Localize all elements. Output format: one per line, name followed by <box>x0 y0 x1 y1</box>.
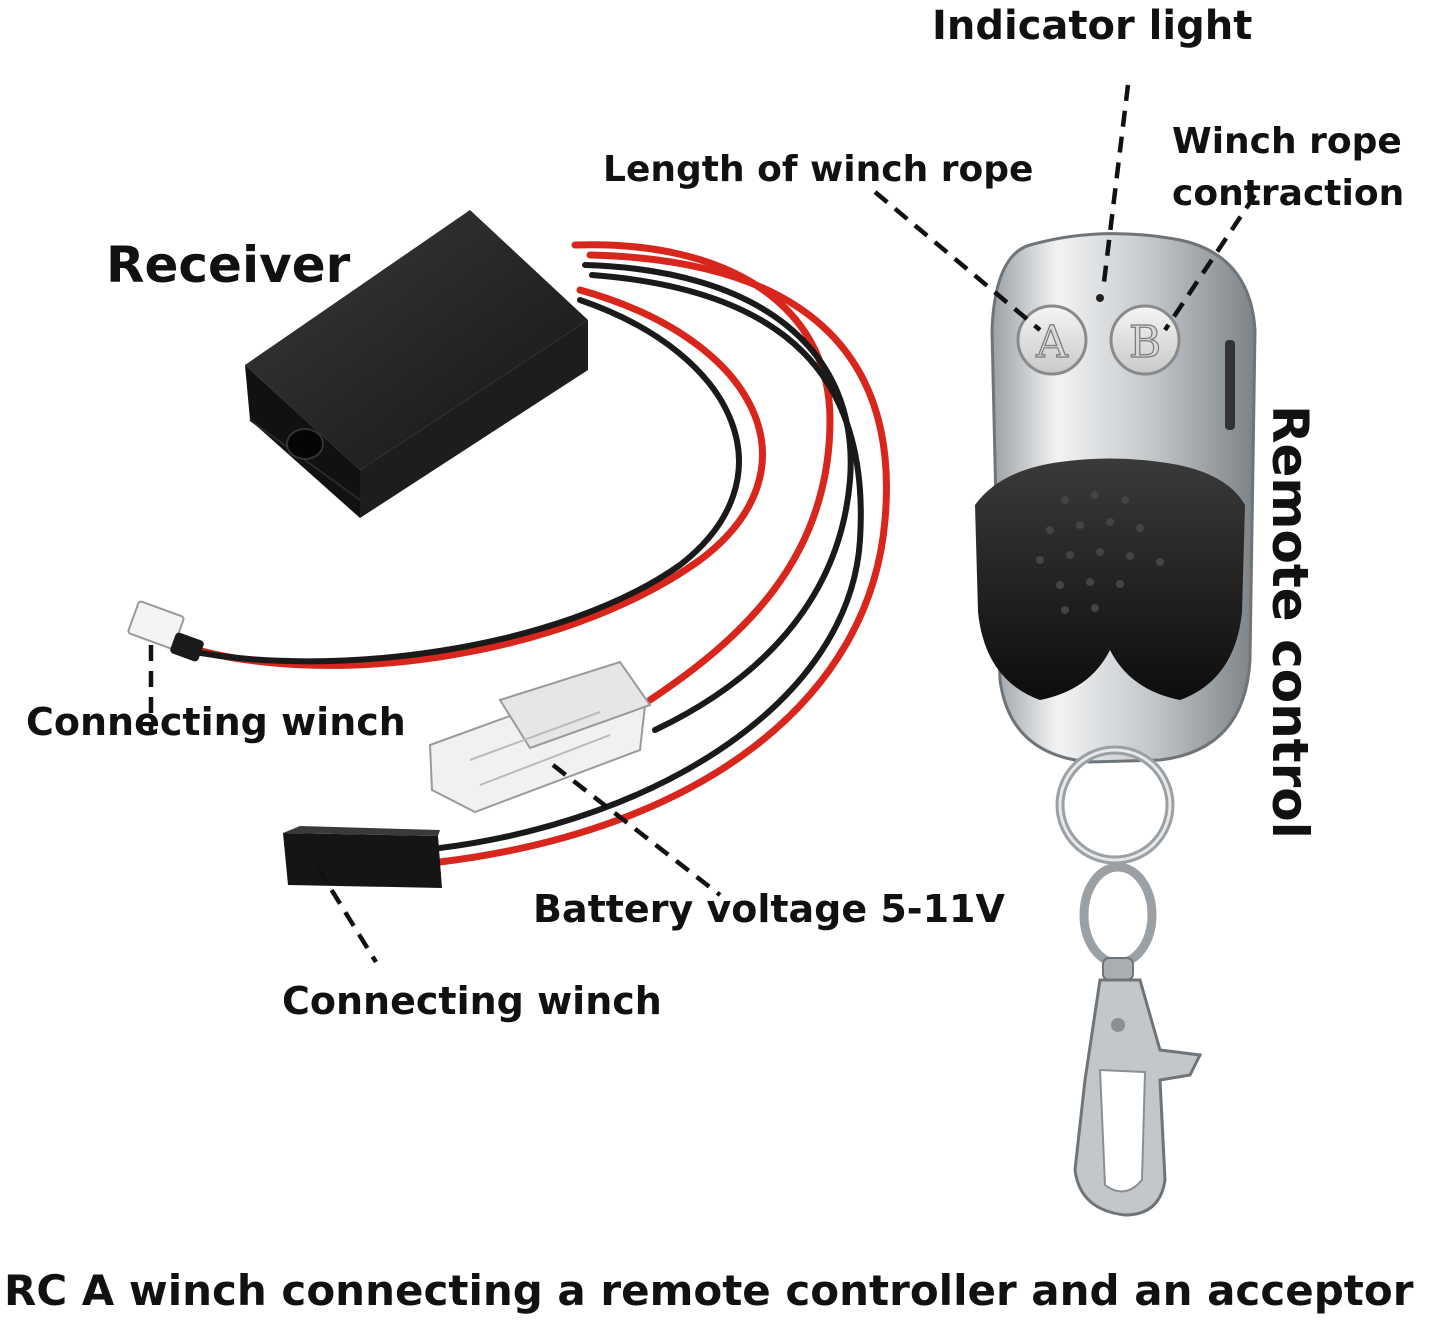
swivel-loop <box>1079 862 1157 968</box>
label-indicator-light: Indicator light <box>932 3 1253 49</box>
label-winch-rope-contraction-line1: Winch rope <box>1172 121 1402 162</box>
button-a-label: A <box>1035 317 1069 368</box>
wire-black-1 <box>182 297 742 665</box>
indicator-led <box>1096 294 1104 302</box>
label-length-of-winch-rope: Length of winch rope <box>603 149 1034 190</box>
label-receiver: Receiver <box>106 236 351 294</box>
leader-length <box>873 190 1042 332</box>
button-a[interactable] <box>1016 304 1088 376</box>
receiver-jack-hole <box>286 428 324 460</box>
label-remote-control: Remote control <box>1261 405 1319 839</box>
black-connector <box>283 826 442 888</box>
label-winch-rope-contraction: Winch rope contraction <box>1172 116 1404 220</box>
button-b[interactable] <box>1109 304 1181 376</box>
wires <box>176 241 890 866</box>
wire-red-1 <box>176 286 766 669</box>
leader-connecting-winch-bottom <box>316 866 378 964</box>
leader-lines <box>148 84 1257 964</box>
label-connecting-winch-bottom: Connecting winch <box>282 979 662 1023</box>
leader-contraction <box>1163 193 1257 332</box>
button-b-label: B <box>1129 317 1161 368</box>
leader-indicator <box>1101 84 1131 283</box>
receiver-box <box>245 210 588 518</box>
wire-black-2 <box>582 262 854 733</box>
label-battery-voltage: Battery voltage 5-11V <box>533 887 1005 931</box>
remote-control: A B <box>975 232 1257 1217</box>
wire-red-3 <box>436 251 890 866</box>
small-white-connector <box>127 600 204 662</box>
wire-red-2 <box>571 241 834 704</box>
wire-black-3 <box>437 272 864 851</box>
label-winch-rope-contraction-line2: contraction <box>1172 173 1405 214</box>
caption: RC A winch connecting a remote controlle… <box>4 1266 1414 1315</box>
battery-plug <box>428 660 652 814</box>
speaker-dots <box>1036 491 1164 614</box>
leader-battery <box>551 763 722 897</box>
label-connecting-winch-top: Connecting winch <box>26 700 406 744</box>
